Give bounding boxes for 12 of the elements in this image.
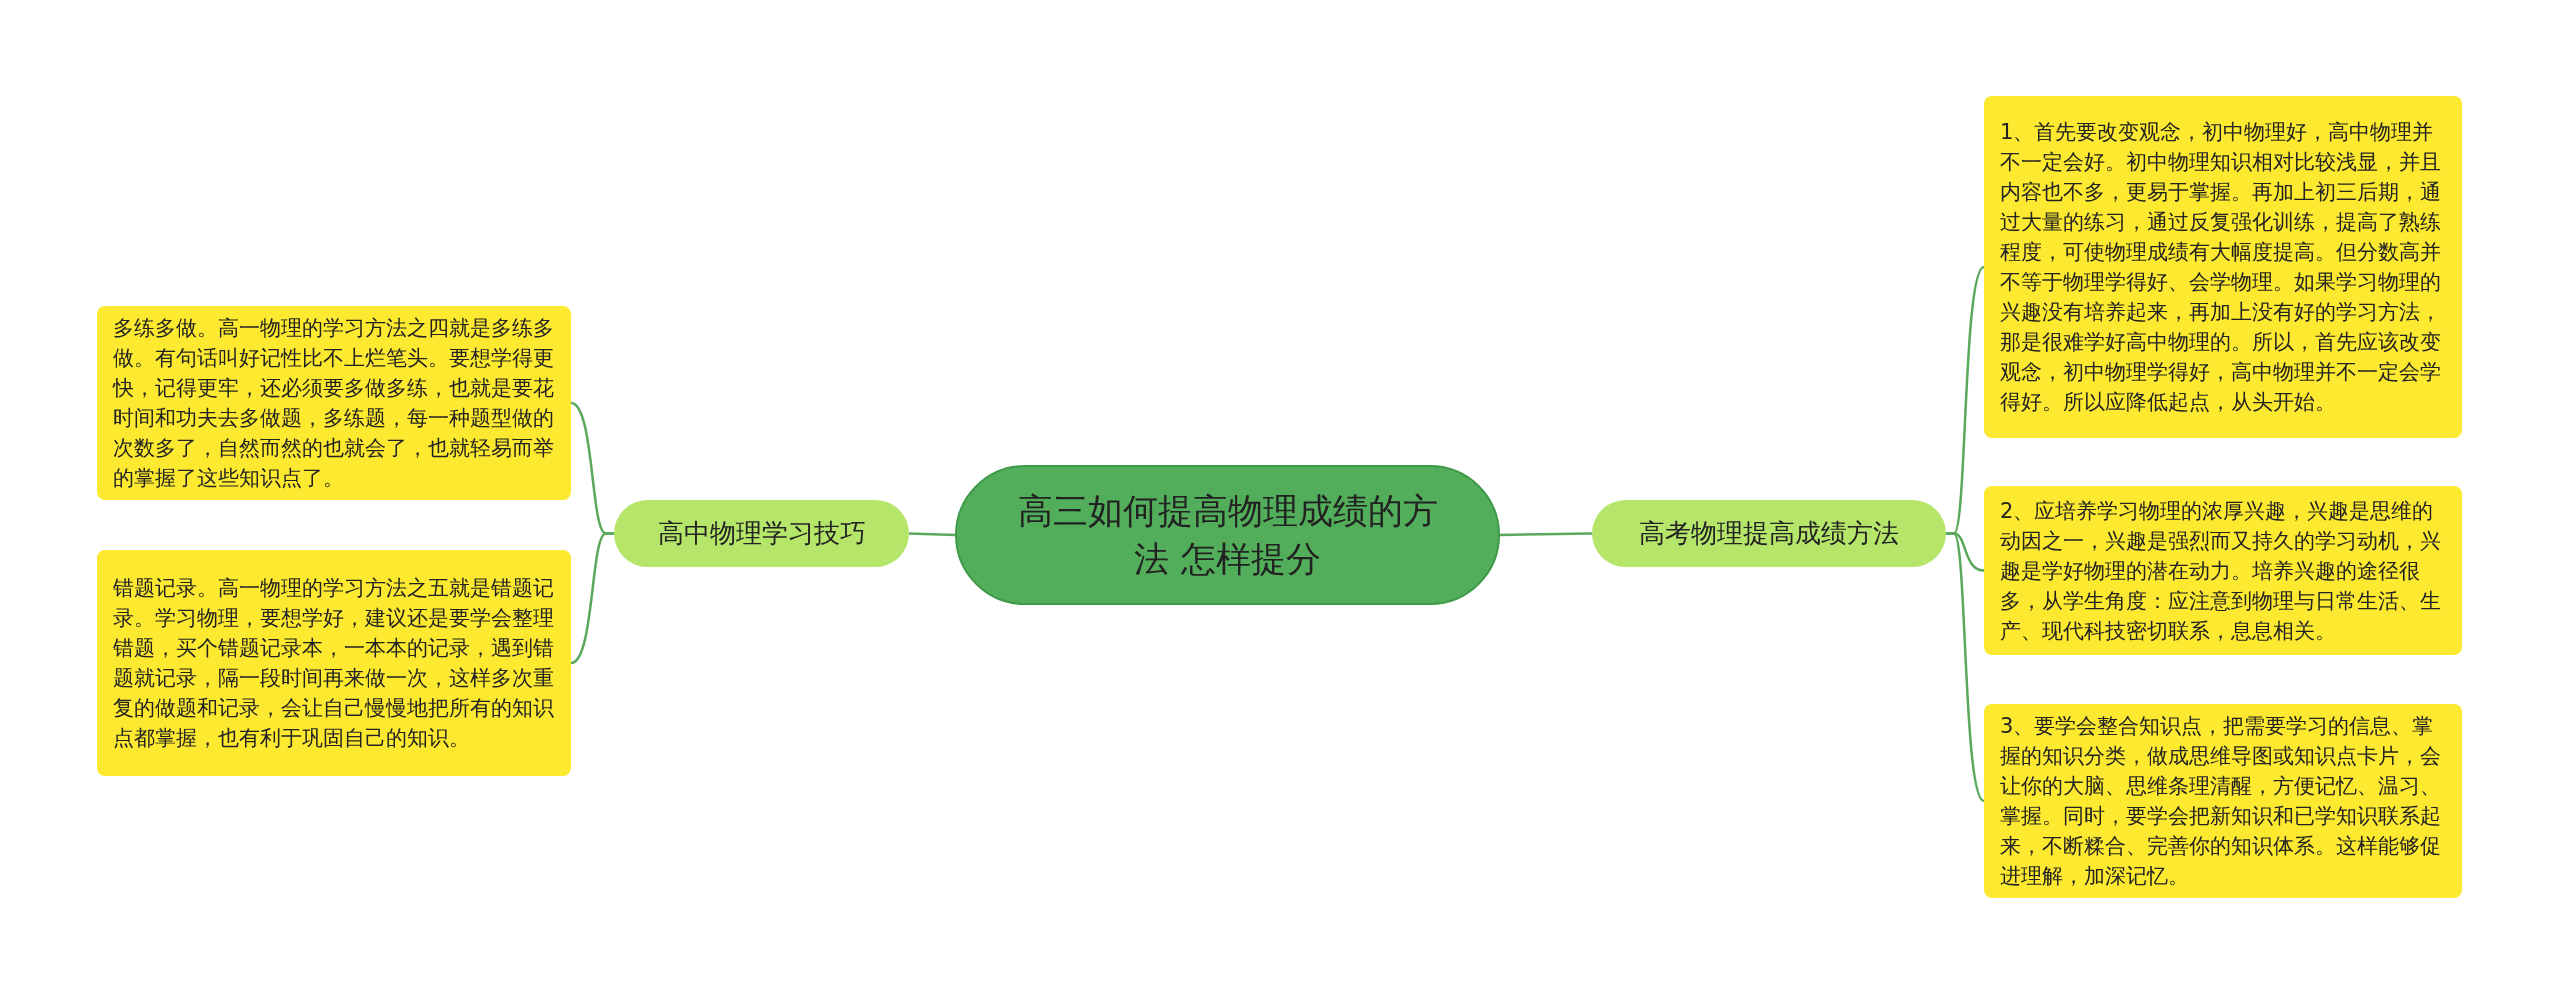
- branch-box: 高中物理学习技巧: [614, 500, 909, 567]
- connector-line: [1499, 532, 1593, 537]
- note-box: 多练多做。高一物理的学习方法之四就是多练多做。有句话叫好记性比不上烂笔头。要想学得更快，记得更牢，还必须要多做多练，也就是要花时间和功夫去多做题，多练题，每一种题型做的次数多了，自然而然的也就会了，也就轻易而举的掌握了这些知识点了。: [97, 306, 571, 500]
- branch-box: 高考物理提高成绩方法: [1592, 500, 1946, 567]
- note-box: 2、应培养学习物理的浓厚兴趣，兴趣是思维的动因之一，兴趣是强烈而又持久的学习动机，兴趣是学好物理的潜在动力。培养兴趣的途径很多，从学生角度：应注意到物理与日常生活、生产、现代科技密切联系，息息相关。: [1984, 486, 2462, 655]
- topic-box: 高三如何提高物理成绩的方法 怎样提分: [955, 465, 1500, 605]
- connector-line: [908, 532, 956, 537]
- note-box: 3、要学会整合知识点，把需要学习的信息、掌握的知识分类，做成思维导图或知识点卡片，会让你的大脑、思维条理清醒，方便记忆、温习、掌握。同时，要学会把新知识和已学知识联系起来，不断糅合、完善你的知识体系。这样能够促进理解，加深记忆。: [1984, 704, 2462, 898]
- note-box: 错题记录。高一物理的学习方法之五就是错题记录。学习物理，要想学好，建议还是要学会整理错题，买个错题记录本，一本本的记录，遇到错题就记录，隔一段时间再来做一次，这样多次重复的做题和记录，会让自己慢慢地把所有的知识点都掌握，也有利于巩固自己的知识。: [97, 550, 571, 776]
- connector-line: [570, 532, 614, 665]
- note-box: 1、首先要改变观念，初中物理好，高中物理并不一定会好。初中物理知识相对比较浅显，并且内容也不多，更易于掌握。再加上初三后期，通过大量的练习，通过反复强化训练，提高了熟练程度，可使物理成绩有大幅度提高。但分数高并不等于物理学得好、会学物理。如果学习物理的兴趣没有培养起来，再加上没有好的学习方法，那是很难学好高中物理的。所以，首先应该改变观念，初中物理学得好，高中物理并不一定会学得好。所以应降低起点，从头开始。: [1984, 96, 2462, 438]
- connector-line: [1946, 532, 1985, 802]
